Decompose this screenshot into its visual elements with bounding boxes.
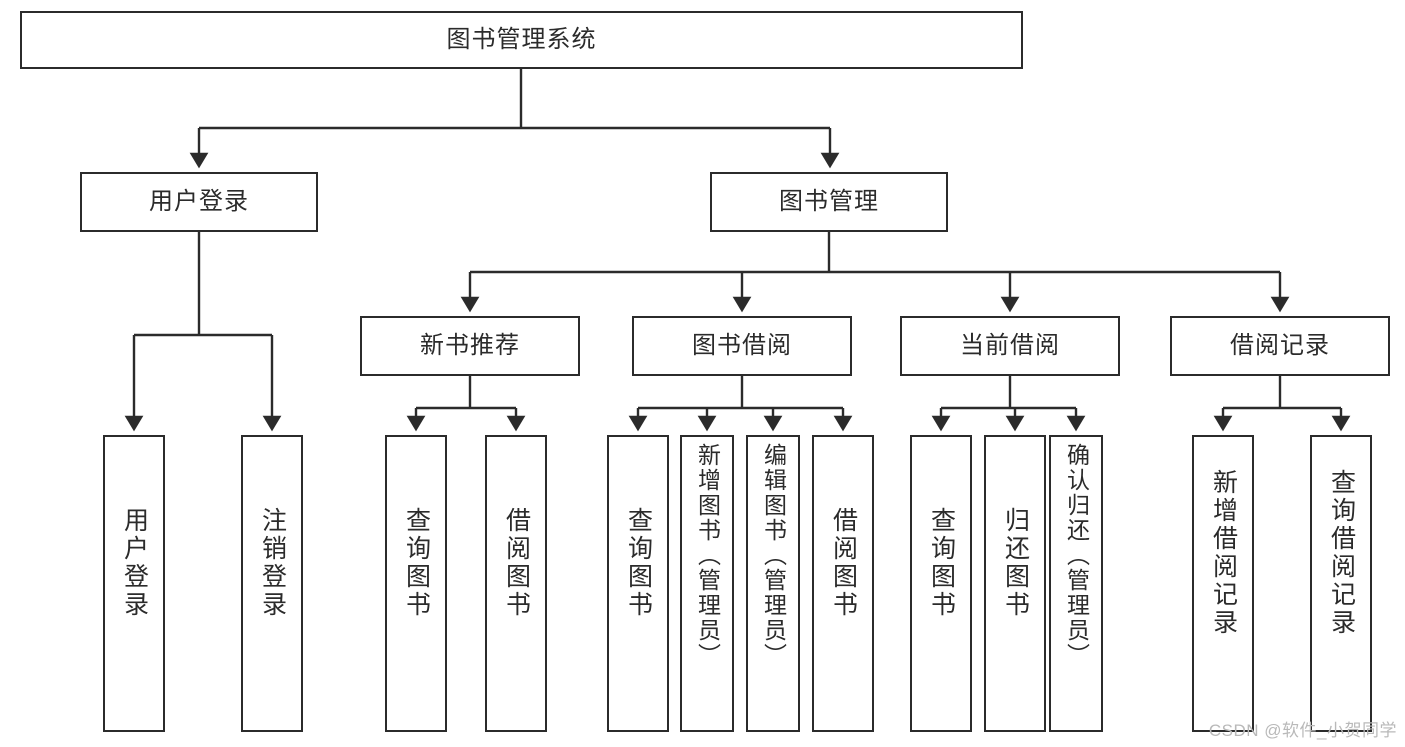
node-label-current-borrow: 当前借阅 xyxy=(960,331,1060,359)
node-label-leaf-query-book-1: 查询图书 xyxy=(402,507,431,619)
node-borrow-record[interactable]: 借阅记录 xyxy=(1170,316,1390,376)
node-leaf-query-book-3[interactable]: 查询图书 xyxy=(910,435,972,732)
node-label-leaf-query-book-3: 查询图书 xyxy=(927,507,956,619)
node-label-borrow-record: 借阅记录 xyxy=(1230,331,1330,359)
node-leaf-borrow-book-1[interactable]: 借阅图书 xyxy=(485,435,547,732)
node-leaf-query-book-2[interactable]: 查询图书 xyxy=(607,435,669,732)
node-label-leaf-logout: 注销登录 xyxy=(258,507,287,619)
node-label-new-book-recommend: 新书推荐 xyxy=(420,331,520,359)
node-label-leaf-user-login: 用户登录 xyxy=(120,507,149,619)
node-leaf-edit-book[interactable]: 编辑图书（管理员） xyxy=(746,435,800,732)
node-label-leaf-query-record: 查询借阅记录 xyxy=(1327,469,1356,637)
connector-new-book-recommend-to-leaves xyxy=(406,376,526,432)
connector-book-borrow-to-leaves xyxy=(628,376,853,432)
node-label-leaf-add-book: 新增图书（管理员） xyxy=(694,443,721,668)
node-leaf-return-book[interactable]: 归还图书 xyxy=(984,435,1046,732)
node-label-root: 图书管理系统 xyxy=(446,25,597,53)
node-book-manage[interactable]: 图书管理 xyxy=(710,172,948,232)
node-label-book-manage: 图书管理 xyxy=(779,187,879,215)
node-leaf-query-book-1[interactable]: 查询图书 xyxy=(385,435,447,732)
node-label-leaf-edit-book: 编辑图书（管理员） xyxy=(760,443,787,668)
node-label-leaf-add-record: 新增借阅记录 xyxy=(1209,469,1238,637)
csdn-watermark: CSDN @软件_小贺同学 xyxy=(1208,721,1397,740)
node-label-book-borrow: 图书借阅 xyxy=(692,331,792,359)
node-leaf-user-login[interactable]: 用户登录 xyxy=(103,435,165,732)
connector-current-borrow-to-leaves xyxy=(931,376,1086,432)
connector-borrow-record-to-leaves xyxy=(1213,376,1351,432)
node-label-user-login: 用户登录 xyxy=(149,187,249,215)
node-label-leaf-confirm-return: 确认归还（管理员） xyxy=(1063,443,1090,668)
node-label-leaf-return-book: 归还图书 xyxy=(1001,507,1030,619)
node-label-leaf-borrow-book-1: 借阅图书 xyxy=(502,507,531,619)
node-leaf-borrow-book-2[interactable]: 借阅图书 xyxy=(812,435,874,732)
connector-user-login-to-leaves xyxy=(124,232,282,432)
node-current-borrow[interactable]: 当前借阅 xyxy=(900,316,1120,376)
node-user-login[interactable]: 用户登录 xyxy=(80,172,318,232)
node-leaf-add-book[interactable]: 新增图书（管理员） xyxy=(680,435,734,732)
connector-root-to-level2 xyxy=(189,69,840,169)
node-label-leaf-query-book-2: 查询图书 xyxy=(624,507,653,619)
connector-book-manage-to-level3 xyxy=(460,232,1290,313)
node-leaf-logout[interactable]: 注销登录 xyxy=(241,435,303,732)
node-label-leaf-borrow-book-2: 借阅图书 xyxy=(829,507,858,619)
node-leaf-query-record[interactable]: 查询借阅记录 xyxy=(1310,435,1372,732)
node-new-book-recommend[interactable]: 新书推荐 xyxy=(360,316,580,376)
node-leaf-confirm-return[interactable]: 确认归还（管理员） xyxy=(1049,435,1103,732)
node-book-borrow[interactable]: 图书借阅 xyxy=(632,316,852,376)
node-book-management-system[interactable]: 图书管理系统 xyxy=(20,11,1023,69)
node-leaf-add-record[interactable]: 新增借阅记录 xyxy=(1192,435,1254,732)
